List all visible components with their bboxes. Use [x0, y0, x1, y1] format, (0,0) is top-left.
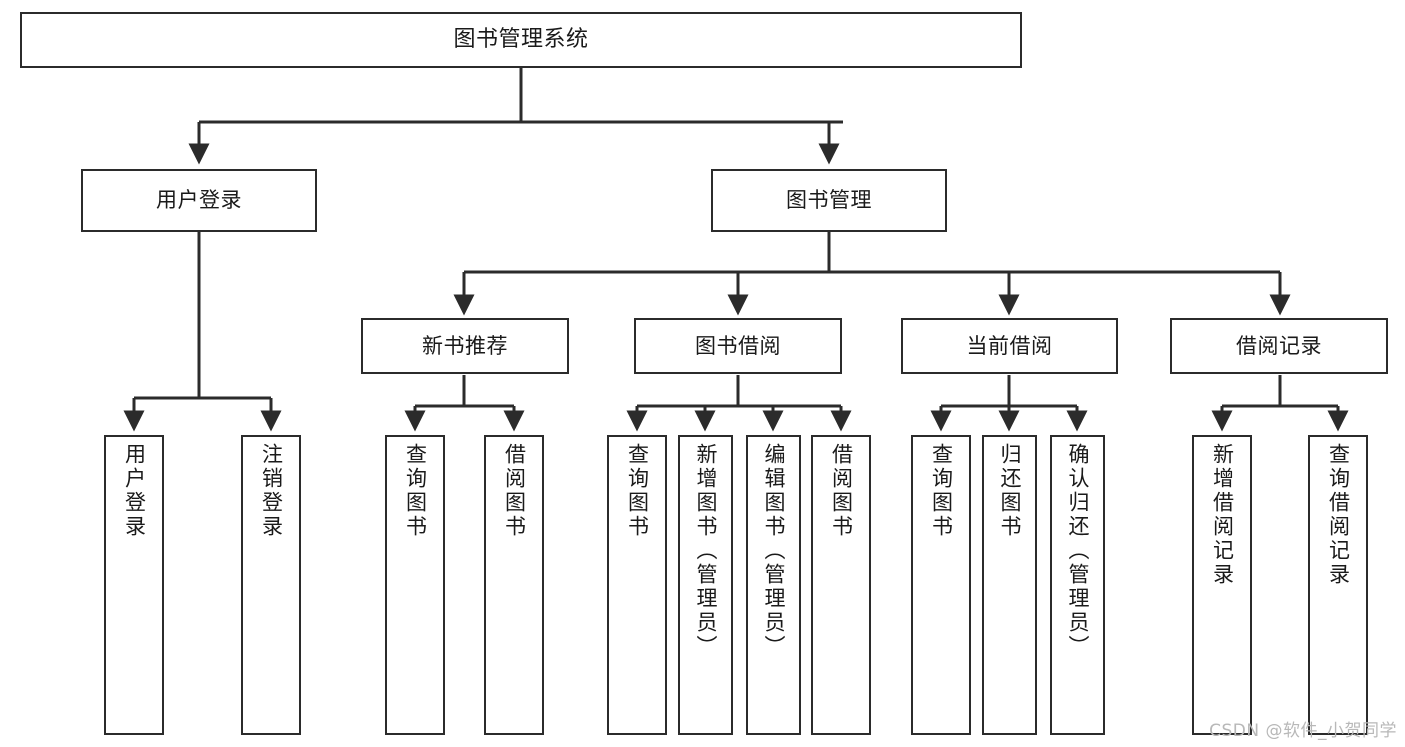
- node-label: 注销登录: [259, 443, 284, 539]
- node-leaf-borrow-book-recommend[interactable]: 借阅图书: [484, 435, 544, 735]
- csdn-watermark: CSDN @软件_小贺同学: [1209, 721, 1397, 741]
- node-label: 图书管理系统: [453, 27, 589, 53]
- node-leaf-borrow-book[interactable]: 借阅图书: [811, 435, 871, 735]
- node-label: 查询图书: [929, 443, 954, 539]
- node-label: 用户登录: [122, 443, 147, 539]
- node-label: 图书借阅: [695, 333, 781, 358]
- node-label: 图书管理: [786, 188, 872, 213]
- node-leaf-logout[interactable]: 注销登录: [241, 435, 301, 735]
- node-label: 查询借阅记录: [1326, 443, 1351, 587]
- node-label: 当前借阅: [966, 333, 1053, 358]
- node-leaf-query-book-recommend[interactable]: 查询图书: [385, 435, 445, 735]
- node-book-borrow[interactable]: 图书借阅: [634, 318, 842, 374]
- node-label: 查询图书: [403, 443, 428, 539]
- node-label: 借阅记录: [1236, 333, 1322, 358]
- node-root-book-management-system[interactable]: 图书管理系统: [20, 12, 1022, 68]
- node-book-management[interactable]: 图书管理: [711, 169, 947, 232]
- node-leaf-user-login[interactable]: 用户登录: [104, 435, 164, 735]
- node-user-login[interactable]: 用户登录: [81, 169, 317, 232]
- node-leaf-return-book[interactable]: 归还图书: [982, 435, 1037, 735]
- node-label: 查询图书: [625, 443, 650, 539]
- node-current-borrow[interactable]: 当前借阅: [901, 318, 1118, 374]
- node-leaf-add-borrow-record[interactable]: 新增借阅记录: [1192, 435, 1252, 735]
- node-label: 用户登录: [156, 188, 242, 213]
- node-label: 新书推荐: [422, 333, 508, 358]
- node-label: 归还图书: [998, 443, 1022, 539]
- node-label: 借阅图书: [502, 443, 527, 539]
- node-leaf-confirm-return-admin[interactable]: 确认归还（管理员）: [1050, 435, 1105, 735]
- node-leaf-add-book-admin[interactable]: 新增图书（管理员）: [678, 435, 733, 735]
- node-leaf-query-book-borrow[interactable]: 查询图书: [607, 435, 667, 735]
- node-label: 新增图书（管理员）: [694, 443, 718, 659]
- node-new-book-recommend[interactable]: 新书推荐: [361, 318, 569, 374]
- node-borrow-record[interactable]: 借阅记录: [1170, 318, 1388, 374]
- node-label: 确认归还（管理员）: [1066, 443, 1090, 659]
- node-leaf-query-book-current[interactable]: 查询图书: [911, 435, 971, 735]
- node-label: 借阅图书: [829, 443, 854, 539]
- node-label: 编辑图书（管理员）: [762, 443, 786, 659]
- node-leaf-query-borrow-record[interactable]: 查询借阅记录: [1308, 435, 1368, 735]
- node-label: 新增借阅记录: [1210, 443, 1235, 587]
- node-leaf-edit-book-admin[interactable]: 编辑图书（管理员）: [746, 435, 801, 735]
